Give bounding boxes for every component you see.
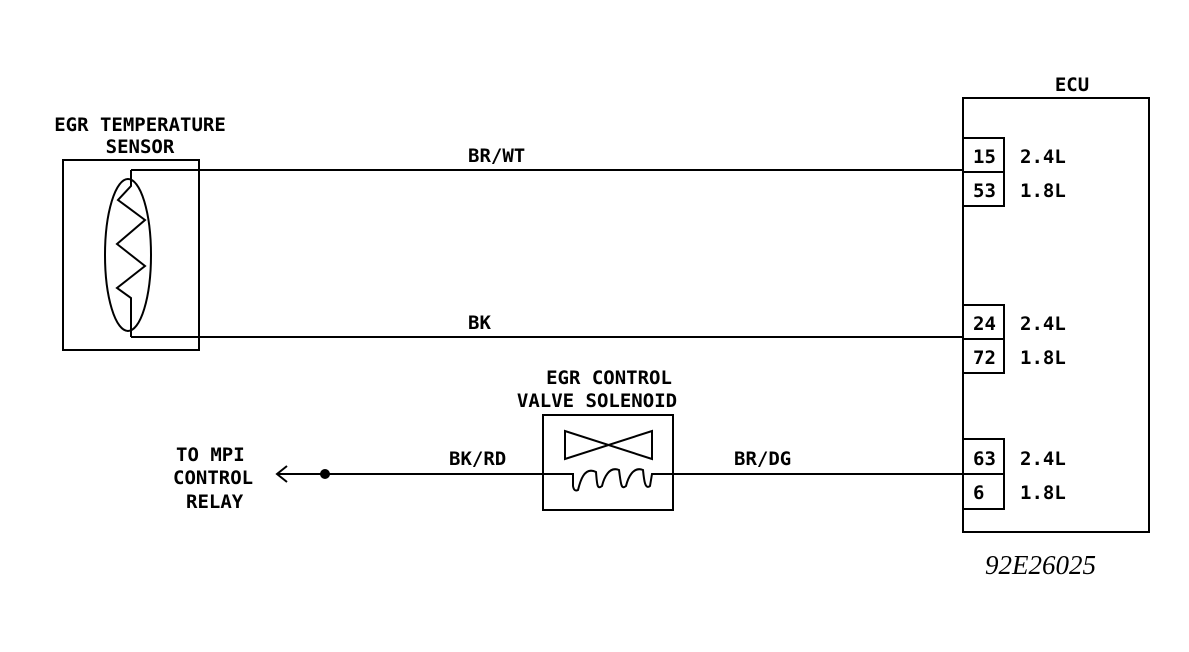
valve-symbol-icon xyxy=(564,429,653,461)
figure-id: 92E26025 xyxy=(985,550,1096,580)
solenoid-housing xyxy=(542,414,674,511)
ecu-pin-number: 24 xyxy=(973,313,996,335)
relay-label-line3: RELAY xyxy=(186,491,244,513)
egr-control-valve-solenoid: EGR CONTROL VALVE SOLENOID xyxy=(517,367,677,511)
thermistor-zigzag-icon xyxy=(115,170,147,337)
egr-temperature-sensor: EGR TEMPERATURE SENSOR xyxy=(54,114,226,351)
ecu-pin-number: 6 xyxy=(973,482,984,504)
splice-dot-icon xyxy=(320,469,330,479)
solenoid-label-line1: EGR CONTROL xyxy=(546,367,672,389)
signal-wire-label: BR/WT xyxy=(468,145,525,167)
ecu-pin-number: 63 xyxy=(973,448,996,470)
solenoid-label-line2: VALVE SOLENOID xyxy=(517,390,677,412)
ecu: ECU 15 2.4L 53 1.8L 24 2.4L 72 1.8L 63 2… xyxy=(962,74,1150,533)
egr-sensor-housing xyxy=(62,159,200,351)
ecu-pin-engine: 2.4L xyxy=(1020,313,1066,335)
ecu-label: ECU xyxy=(1055,74,1089,96)
relay-label-line1: TO MPI xyxy=(176,444,245,466)
ecu-pin-number: 53 xyxy=(973,180,996,202)
arrow-left-icon xyxy=(275,465,288,483)
egr-sensor-label-line2: SENSOR xyxy=(106,136,175,158)
ecu-pin-engine: 2.4L xyxy=(1020,448,1066,470)
power-wire-label: BK/RD xyxy=(449,448,506,470)
thermistor-bulb xyxy=(104,178,152,332)
egr-sensor-label-line1: EGR TEMPERATURE xyxy=(54,114,226,136)
relay-label-line2: CONTROL xyxy=(173,467,253,489)
ecu-pin-number: 72 xyxy=(973,347,996,369)
coil-icon xyxy=(543,468,673,492)
ecu-pin-engine: 1.8L xyxy=(1020,482,1066,504)
ecu-pin-engine: 1.8L xyxy=(1020,347,1066,369)
ground-wire-label: BK xyxy=(468,312,491,334)
control-wire-label: BR/DG xyxy=(734,448,791,470)
ecu-pin-engine: 1.8L xyxy=(1020,180,1066,202)
ecu-pin-number: 15 xyxy=(973,146,996,168)
ecu-pin-engine: 2.4L xyxy=(1020,146,1066,168)
